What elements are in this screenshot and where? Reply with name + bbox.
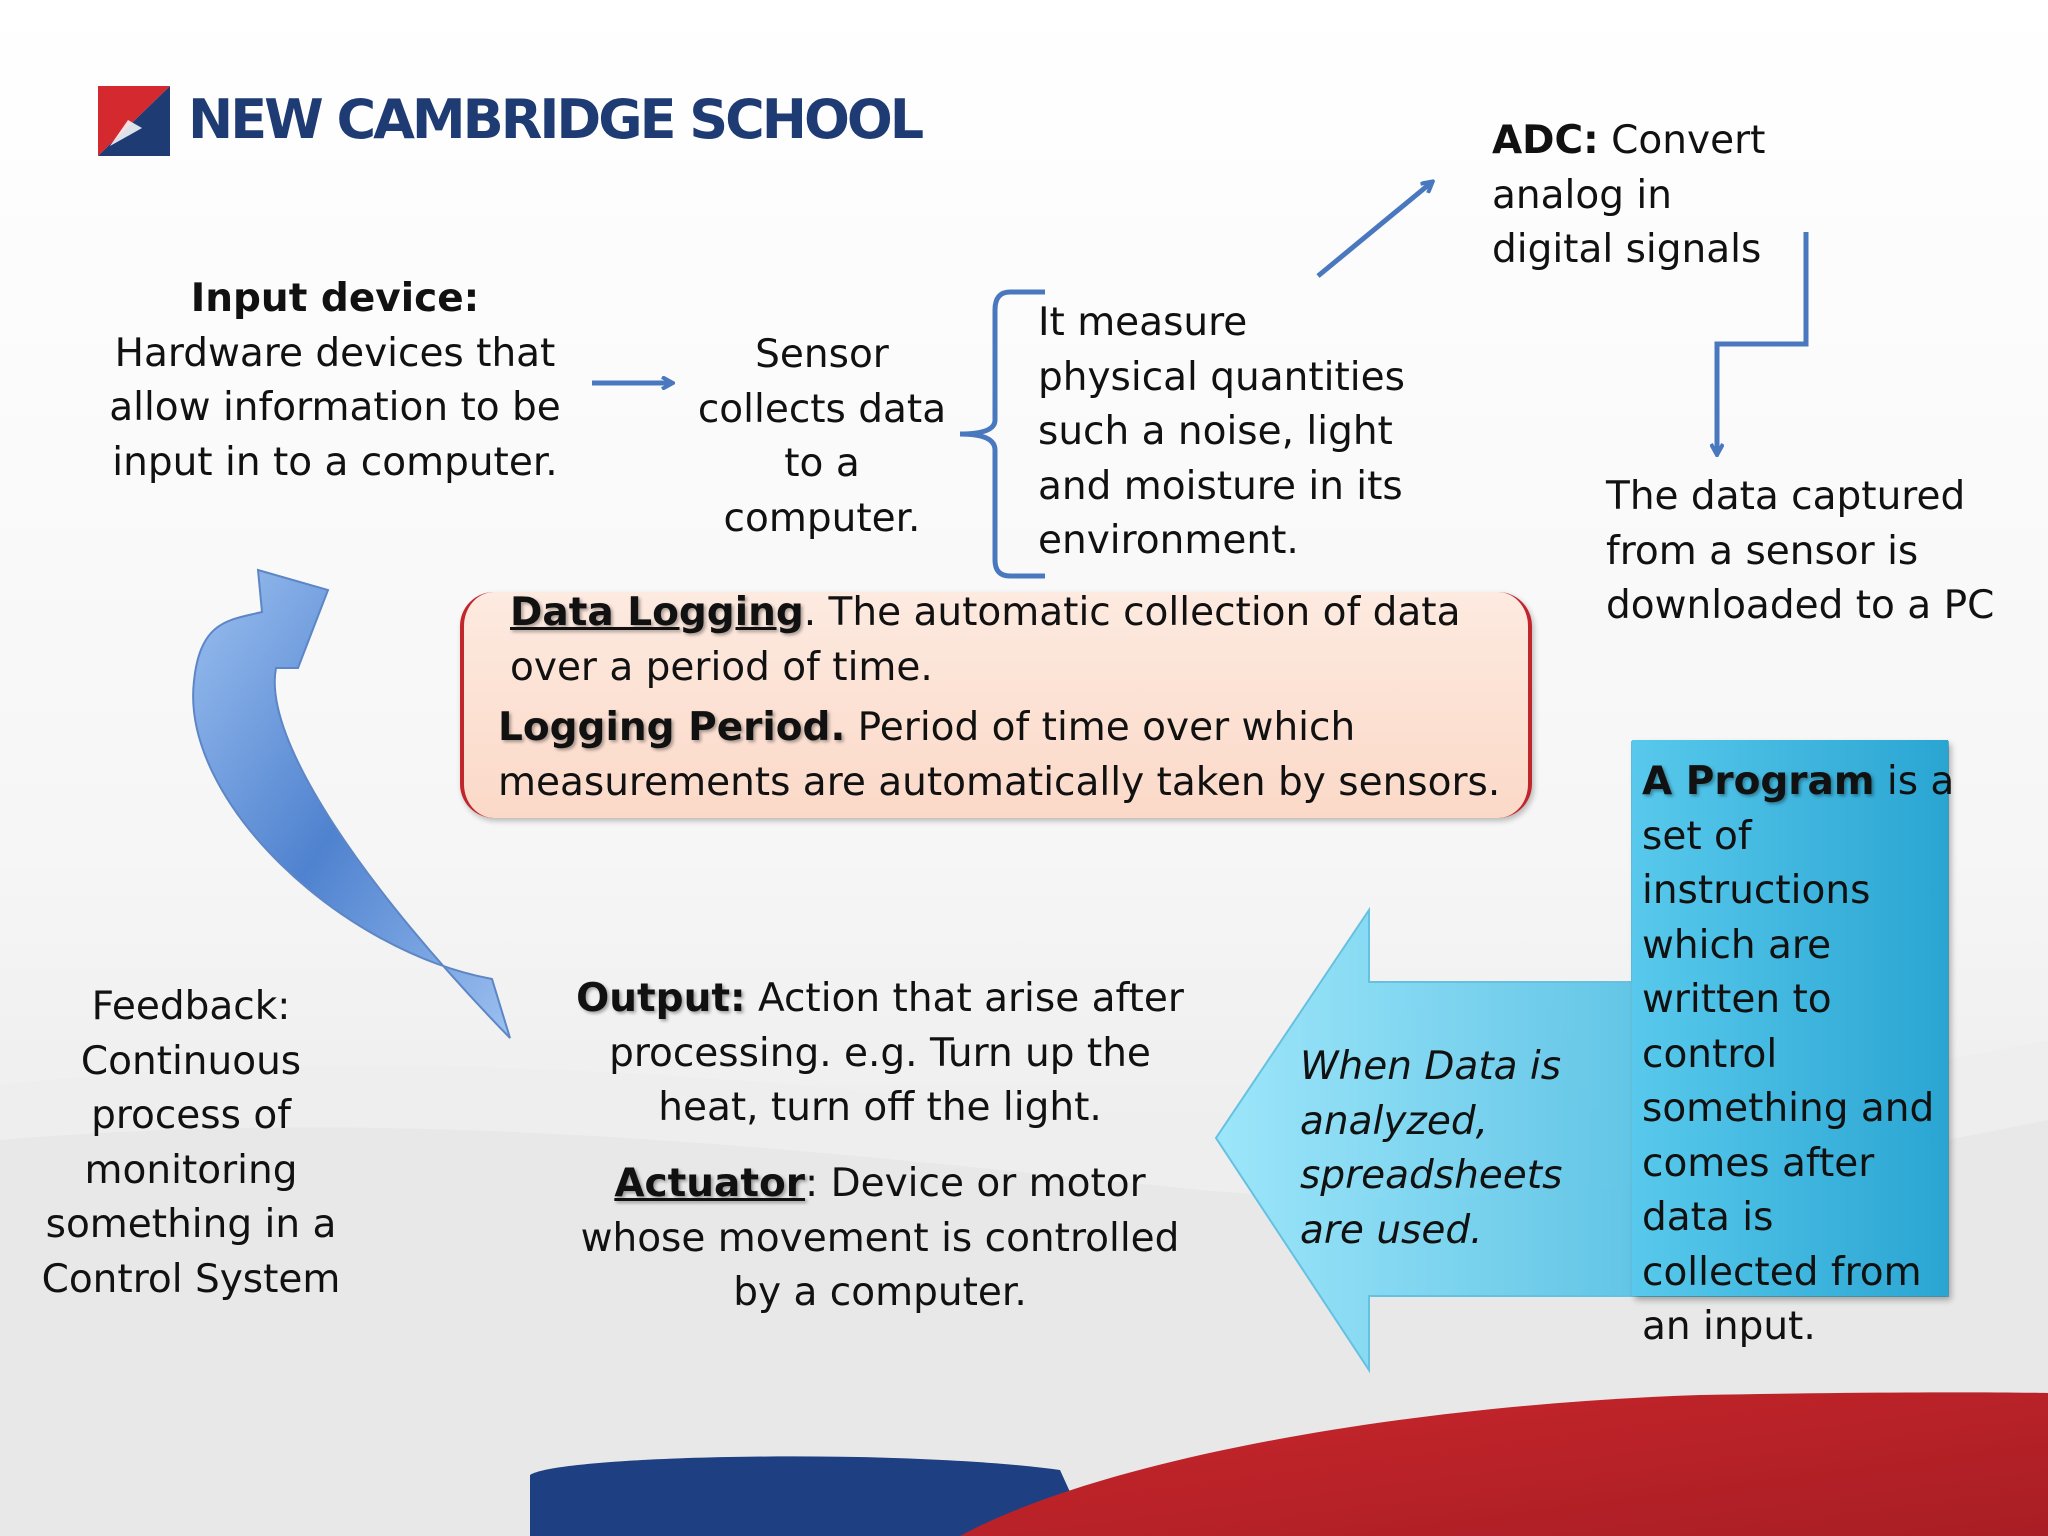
program-term: A Program [1642, 759, 1875, 804]
adc-term: ADC: [1492, 118, 1599, 163]
logo-emblem [98, 86, 170, 156]
logging-period-definition: Logging Period. Period of time over whic… [498, 701, 1508, 810]
bottom-red-shape [960, 1392, 2048, 1536]
program-text: A Program is a set of instructions which… [1642, 755, 1960, 1355]
program-definition: is a set of instructions which are writt… [1642, 759, 1955, 1349]
output-text: Output: Action that arise after processi… [560, 972, 1200, 1136]
bottom-navy-shape [530, 1456, 1090, 1536]
output-term: Output: [576, 976, 746, 1021]
output-definition: Action that arise after processing. e.g.… [609, 976, 1184, 1130]
downloaded-text: The data captured from a sensor is downl… [1606, 474, 1995, 628]
analyzed-text: When Data is analyzed, spreadsheets are … [1300, 1044, 1563, 1253]
actuator-definition: : Device or motor whose movement is cont… [580, 1161, 1180, 1315]
sensor-text: Sensor collects data to a computer. [697, 332, 947, 541]
data-logging-term: Data Logging [510, 590, 804, 635]
logging-period-term: Logging Period. [498, 705, 846, 750]
input-device-term: Input device: [190, 276, 480, 321]
school-name: NEW CAMBRIDGE SCHOOL [188, 88, 924, 151]
actuator-term: Actuator [614, 1161, 806, 1206]
logging-period-def: Period of time over which measurements a… [498, 705, 1501, 805]
program-box [1632, 740, 1948, 1296]
measure-text: It measure physical quantities such a no… [1038, 300, 1405, 563]
adc-text: ADC: Convert analog in digital signals [1492, 114, 1782, 278]
feedback-text: Feedback: Continuous process of monitori… [41, 984, 341, 1302]
input-device-definition: Hardware devices that allow information … [109, 330, 561, 485]
data-logging-definition: Data Logging. The automatic collection o… [510, 586, 1510, 695]
adc-definition: Convert analog in digital signals [1492, 118, 1766, 272]
input-device-text: Input device: Hardware devices that allo… [100, 272, 570, 490]
data-logging-def: . The automatic collection of data over … [510, 590, 1461, 690]
actuator-text: Actuator: Device or motor whose movement… [560, 1157, 1200, 1321]
data-logging-box [460, 592, 1532, 818]
